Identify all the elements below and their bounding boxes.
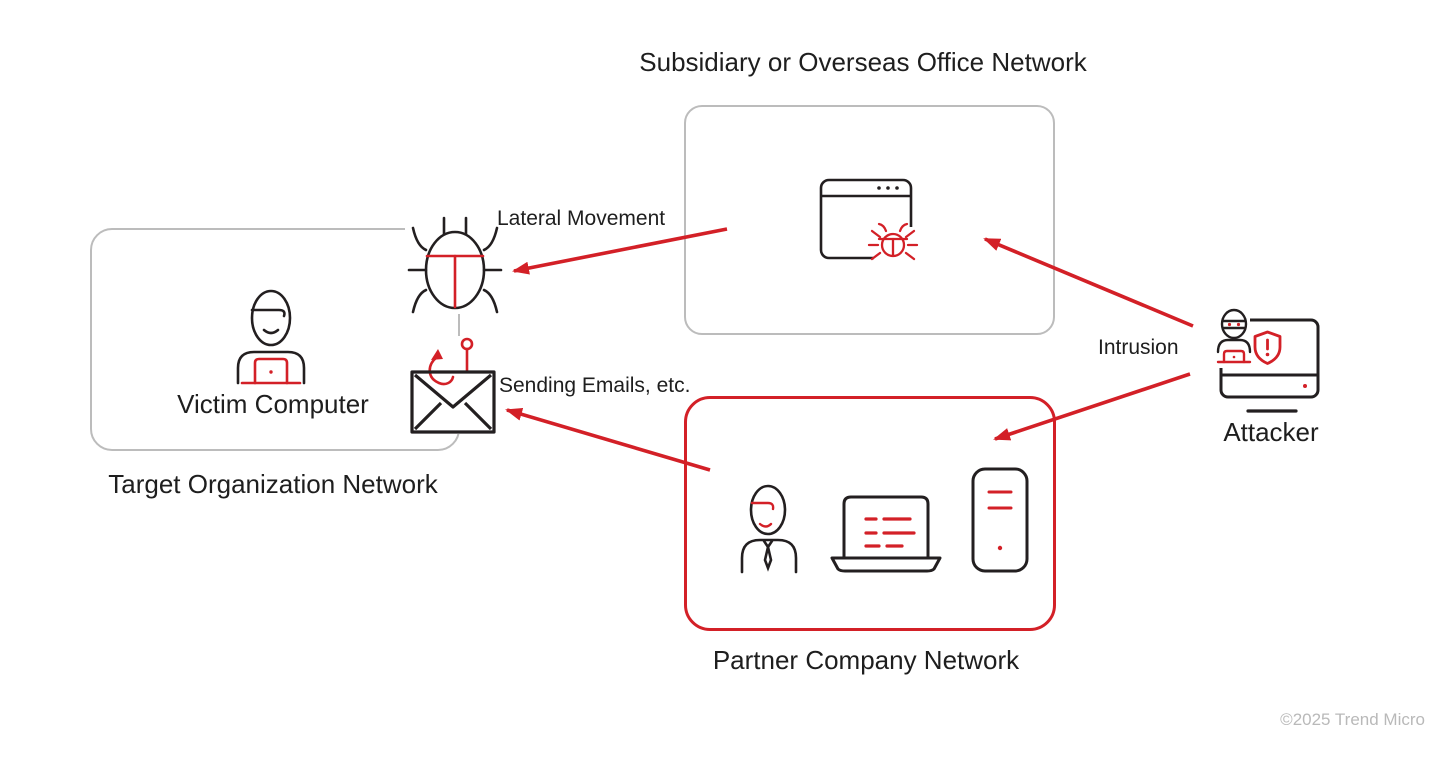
copyright-text: ©2025 Trend Micro: [1280, 710, 1425, 729]
sending-emails-label: Sending Emails, etc.: [499, 374, 691, 397]
lateral-movement-label: Lateral Movement: [497, 207, 666, 230]
target-network-title: Target Organization Network: [108, 469, 438, 499]
victim-computer-caption: Victim Computer: [177, 389, 369, 419]
attacker-caption: Attacker: [1223, 417, 1319, 447]
subsidiary-network-title: Subsidiary or Overseas Office Network: [639, 47, 1087, 77]
partner-employee-icon: [736, 484, 802, 576]
server-icon: [966, 462, 1034, 578]
partner-laptop-icon: [826, 492, 946, 576]
arrow-intrusion-subsidiary: [983, 237, 1194, 328]
hook-barb: [431, 349, 443, 360]
intrusion-label: Intrusion: [1098, 336, 1179, 359]
victim-user-laptop-icon: [228, 284, 312, 388]
alert-shield-icon: [1253, 330, 1282, 365]
arrow-sending-emails: [505, 408, 711, 472]
arrow-intrusion-partner: [993, 372, 1191, 441]
bug-cutout: [874, 227, 921, 268]
browser-infected-icon: [813, 172, 921, 268]
partner-network-title: Partner Company Network: [712, 645, 1020, 675]
attacker-hacker-monitor-icon: [1210, 306, 1326, 416]
hacker-icon: [1216, 308, 1252, 364]
subsidiary-network-box: [684, 105, 1055, 335]
bug-malware-icon: [405, 212, 505, 314]
arrow-lateral-movement: [512, 227, 728, 275]
partner-network-box: [684, 396, 1056, 631]
phishing-email-icon: [408, 336, 502, 434]
